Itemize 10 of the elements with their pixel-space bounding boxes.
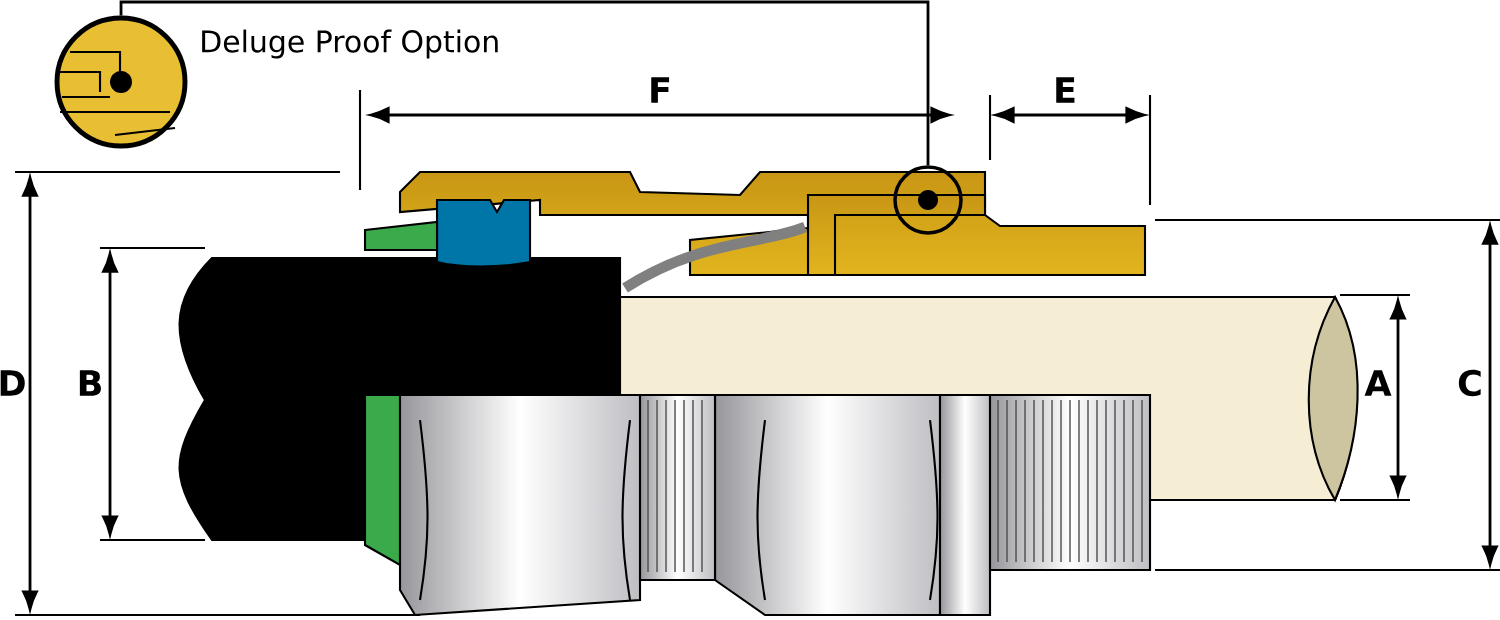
dimension-label: D — [0, 370, 25, 396]
dimension-label: C — [1458, 369, 1481, 397]
detail-circle — [54, 15, 188, 149]
dimension-label: E — [1056, 77, 1075, 103]
node-label: Deluge Proof Option — [202, 29, 498, 59]
dimension-label: B — [79, 370, 101, 396]
dimension-label: F — [651, 77, 670, 103]
leader-line — [119, 0, 930, 166]
detail-circle — [893, 165, 963, 235]
dimension-label: A — [1364, 370, 1392, 396]
